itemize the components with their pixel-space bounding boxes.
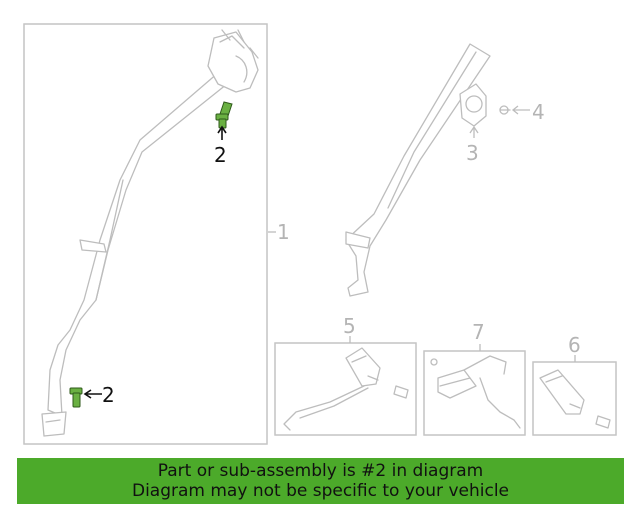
callout-1: 1 — [277, 220, 290, 244]
callout-5: 5 — [343, 314, 356, 338]
parts-diagram: 1 2 2 3 4 5 — [23, 23, 617, 445]
callout-2-top: 2 — [214, 143, 227, 167]
callout-3: 3 — [466, 141, 479, 165]
banner-line-2: Diagram may not be specific to your vehi… — [131, 481, 509, 501]
notice-banner: Part or sub-assembly is #2 in diagram Di… — [17, 458, 624, 504]
banner-line-1: Part or sub-assembly is #2 in diagram — [157, 461, 484, 481]
part-7-buckle-sensor[interactable]: 7 — [423, 320, 526, 436]
part-5-buckle-assembly[interactable]: 5 — [274, 314, 417, 436]
part-2-bolt-bottom[interactable]: 2 — [69, 383, 115, 408]
part-4-bolt[interactable]: 4 — [499, 100, 545, 124]
callout-4: 4 — [532, 100, 545, 124]
part-6-buckle[interactable]: 6 — [532, 333, 617, 436]
part-3-belt-retractor[interactable]: 3 — [345, 43, 491, 297]
callout-7: 7 — [472, 320, 485, 344]
part-2-bolt-top[interactable]: 2 — [214, 101, 233, 167]
callout-6: 6 — [568, 333, 581, 357]
callout-2-bottom: 2 — [102, 383, 115, 407]
part-1-seat-belt-assembly[interactable]: 1 — [23, 23, 290, 445]
